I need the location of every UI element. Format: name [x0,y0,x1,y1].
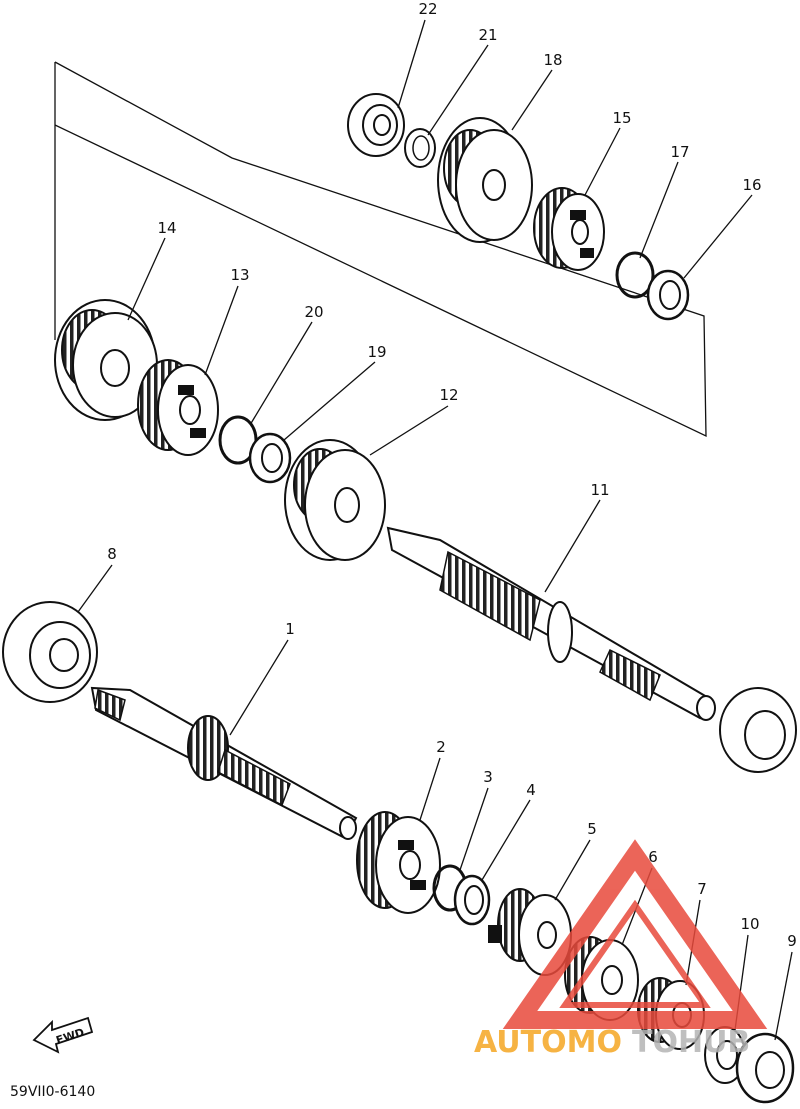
label-part-5: 5 [587,820,597,838]
label-part-2: 2 [436,738,446,756]
label-part-20: 20 [304,303,323,321]
part-19-washer [248,432,292,484]
part-22-bearing [347,93,405,157]
shaft-11-bearing [719,687,797,773]
part-21-washer [404,128,436,168]
label-part-9: 9 [787,932,797,950]
label-part-3: 3 [483,768,493,786]
part-2-gear [356,811,441,914]
part-labels: 22 21 18 15 17 16 14 13 20 19 12 11 8 1 … [107,0,797,950]
part-4-washer [453,874,491,926]
watermark-triangle-logo [502,839,768,1029]
label-part-15: 15 [612,109,631,127]
label-part-11: 11 [590,481,609,499]
fwd-arrow-icon: FWD [32,1016,94,1054]
part-1-shaft [90,686,358,840]
part-12-gear [284,439,386,561]
leader-lines [77,19,793,1041]
part-10-collar [704,1026,746,1084]
label-part-21: 21 [478,26,497,44]
part-15-gear [533,187,605,271]
part-16-washer [646,269,690,321]
label-part-4: 4 [526,781,536,799]
label-part-6: 6 [648,848,658,866]
part-14-gear [54,299,158,421]
label-part-22: 22 [418,0,437,18]
label-part-8: 8 [107,545,117,563]
part-11-shaft [386,526,716,721]
watermark-text-gray: TOHUB [632,1025,750,1060]
label-part-19: 19 [367,343,386,361]
label-part-1: 1 [285,620,295,638]
label-part-13: 13 [230,266,249,284]
label-part-17: 17 [670,143,689,161]
part-13-gear [137,359,219,456]
automotohub-watermark: AUTOMO TOHUB [474,839,768,1060]
part-8-bearing [2,601,98,703]
assembly-outline [54,61,707,438]
watermark-text-orange: AUTOMO [474,1025,622,1060]
part-9-bearing [735,1032,795,1104]
part-17-circlip [615,251,655,299]
drawing-code: 59VII0-6140 [10,1084,95,1100]
label-part-16: 16 [742,176,761,194]
part-5-gear [488,888,572,976]
label-part-12: 12 [439,386,458,404]
label-part-18: 18 [543,51,562,69]
label-part-14: 14 [157,219,176,237]
label-part-10: 10 [740,915,759,933]
part-18-gear [437,117,533,243]
label-part-7: 7 [697,880,707,898]
